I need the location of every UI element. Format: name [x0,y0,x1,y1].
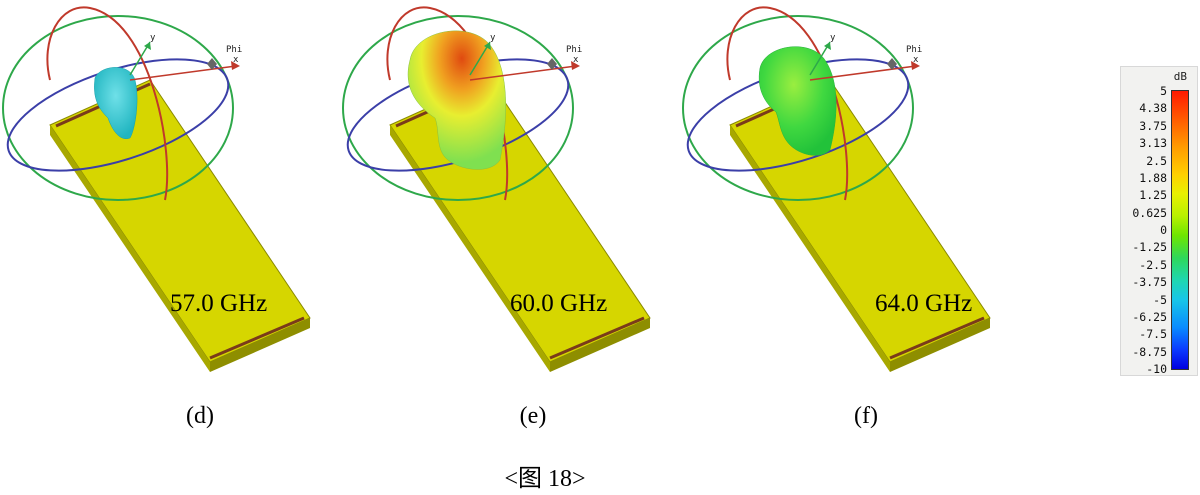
antenna-board-front [550,318,650,372]
phi-marker [207,58,217,70]
caption-e: (e) [519,403,547,429]
legend-tick-label: -6.25 [1132,309,1167,324]
axis-phi-label: Phi [226,45,242,55]
radiation-plot-f: y Phi x [682,6,991,372]
antenna-board-front [890,318,990,372]
axis-x-arrow [911,61,920,70]
slot-bottom [889,316,985,360]
phi-marker [547,58,557,70]
axis-x-arrow [571,61,580,70]
radiation-pattern-d [94,67,138,140]
axis-y-arrow [144,42,151,50]
antenna-board-side [730,125,890,372]
antenna-board-side [50,125,210,372]
radiation-pattern-f [758,46,837,156]
axis-y-label: y [830,33,836,43]
caption-d: (d) [186,403,214,429]
frequency-label-f: 64.0 GHz [875,290,973,317]
axis-y-arrow [824,42,831,50]
axis-x-label: x [573,55,579,65]
pattern-panel-d: y Phi x 57.0 GHz [0,0,340,390]
pattern-panel-f: y Phi x 64.0 GHz [680,0,1020,390]
antenna-board-side [390,125,550,372]
legend-tick-label: -8.75 [1132,344,1167,359]
radiation-plot-e: y Phi x [342,6,651,372]
legend-tick-label: -10 [1146,362,1167,376]
axis-y-label: y [490,33,496,43]
frequency-label-e: 60.0 GHz [510,290,608,317]
legend-tick-label: 5 [1160,84,1167,98]
axis-phi-label: Phi [906,45,922,55]
ring-green [2,15,234,201]
slot-bottom [209,316,305,360]
frequency-label-d: 57.0 GHz [170,290,268,317]
axis-x [129,65,237,81]
axis-x [809,65,917,81]
axis-x-arrow [231,61,240,70]
axis-y-label: y [150,33,156,43]
legend-tick-label: 0 [1160,223,1167,237]
radiation-pattern-e [407,30,506,170]
legend-tick-label: -5 [1153,292,1167,307]
axis-x-label: x [913,55,919,65]
caption-f: (f) [854,403,878,429]
legend-tick-label: 1.88 [1139,170,1167,185]
axis-y-arrow [484,42,491,50]
ring-red [726,6,849,201]
legend-tick-label: 0.625 [1132,205,1167,220]
legend-tick-label: -1.25 [1132,240,1167,255]
legend-tick-label: 3.13 [1139,136,1167,151]
ring-green [342,15,574,201]
slot-bottom [549,316,645,360]
axis-x [469,65,577,81]
axis-x-label: x [233,55,239,65]
ring-green [682,15,914,201]
legend-tick-label: -7.5 [1139,327,1167,342]
legend-tick-label: -3.75 [1132,275,1167,290]
antenna-board-front [210,318,310,372]
legend-tick-label: 4.38 [1139,101,1167,116]
legend-tick-label: -2.5 [1139,257,1167,272]
legend-tick-label: 2.5 [1146,153,1167,168]
radiation-plot-d: y Phi x [2,6,311,372]
figure-title: <图 18> [504,466,586,492]
ring-red [46,6,169,201]
ring-red [386,6,509,201]
phi-marker [887,58,897,70]
legend-unit: dB [1173,70,1187,83]
legend-tick-label: 1.25 [1139,188,1167,203]
legend-tick-label: 3.75 [1139,118,1167,133]
legend-color-bar [1171,90,1189,370]
legend-tick-list: 5 4.38 3.75 3.13 2.5 1.88 1.25 0.625 0 -1.25 -2.5 -… [1121,84,1169,376]
color-scale-legend: dB 5 4.38 3.75 3.13 2.5 1.88 1.25 0.625 0 -1.25 -2… [1120,66,1198,376]
axis-phi-label: Phi [566,45,582,55]
pattern-panel-e: y Phi x 60.0 GHz [340,0,680,390]
